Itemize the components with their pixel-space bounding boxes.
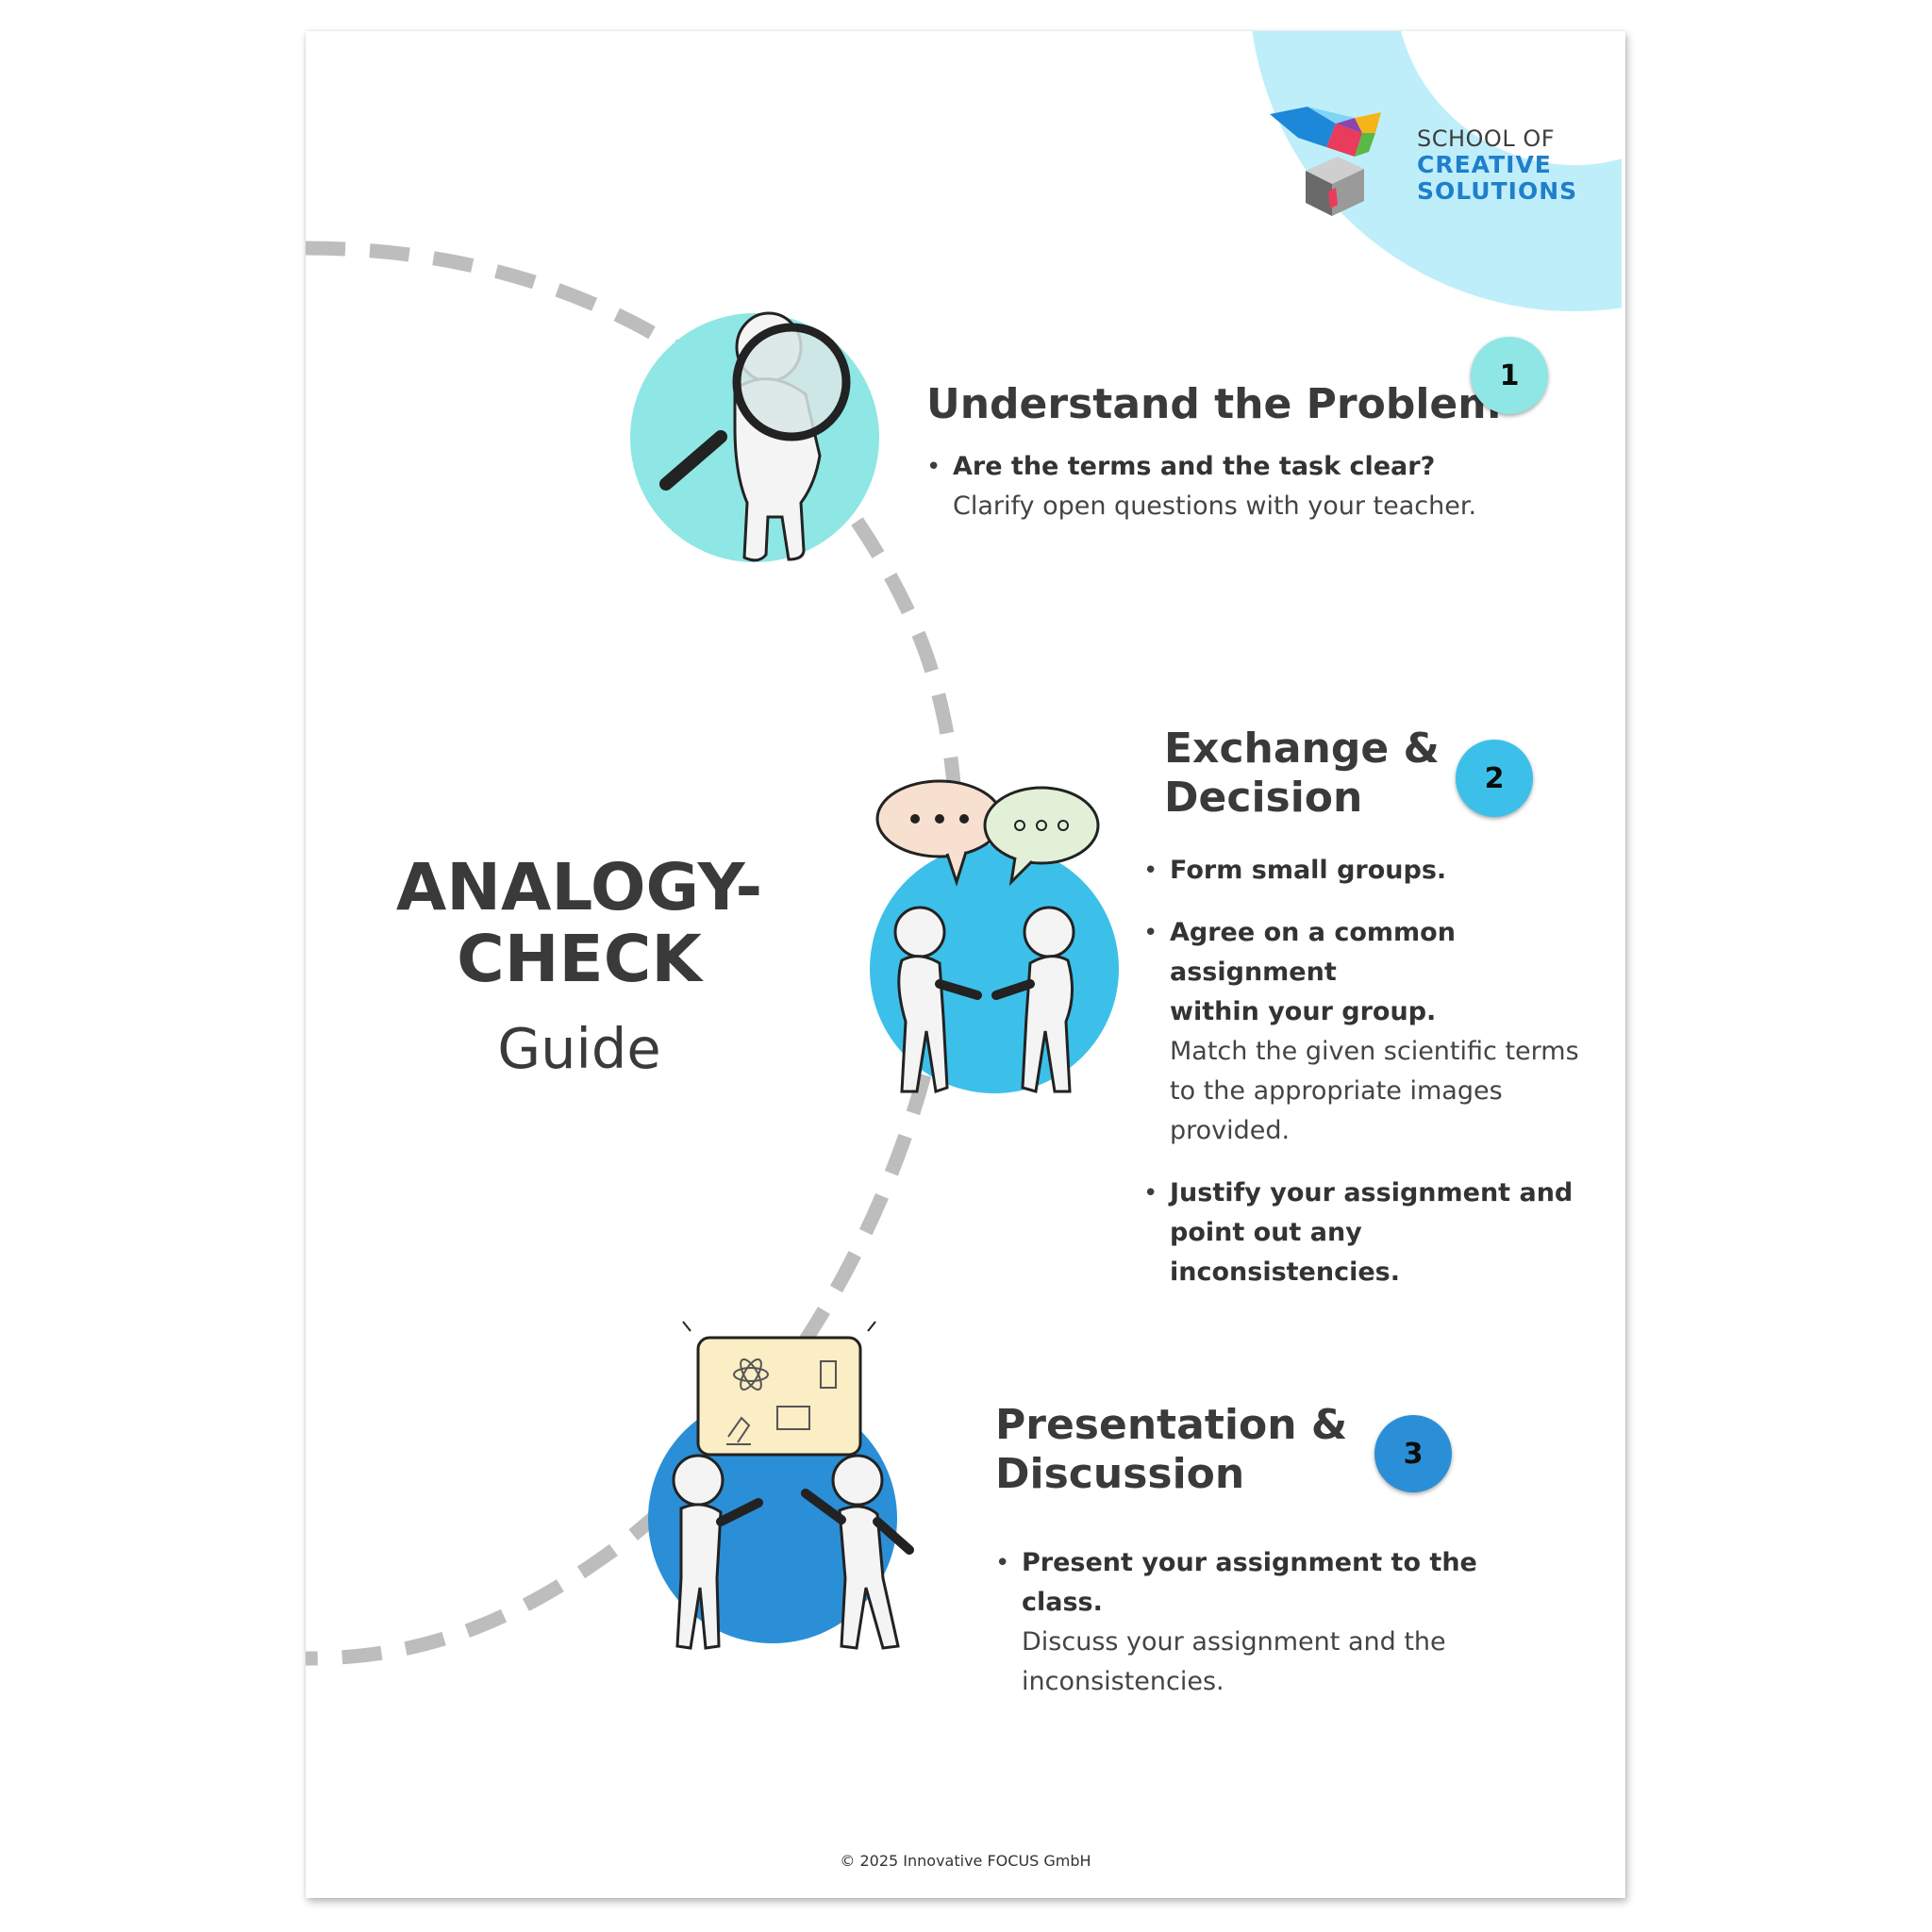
bullet-bold: Present your assignment to the class. [1022,1548,1477,1617]
step1-bullets: Are the terms and the task clear? Clarif… [926,447,1530,526]
copyright-footer: © 2025 Innovative FOCUS GmbH [840,1852,1091,1870]
step2-heading-line1: Exchange & [1164,724,1440,773]
logo-line1: SCHOOL OF [1417,125,1556,152]
bullet-text-1: Discuss your assignment and the [1022,1627,1446,1657]
bullet-bold-1: Justify your assignment and [1170,1178,1574,1208]
step2-number-badge: 2 [1456,740,1533,817]
list-item: Justify your assignment and point out an… [1143,1174,1596,1292]
step3-bullets: Present your assignment to the class. Di… [995,1543,1542,1702]
step3-heading: Presentation & Discussion [995,1401,1347,1499]
step2-heading-line2: Decision [1164,774,1363,822]
speech-bubble-right-icon [983,786,1100,887]
step3-heading-line2: Discussion [995,1450,1245,1498]
bullet-text-2: inconsistencies. [1022,1667,1224,1696]
step3-heading-line1: Presentation & [995,1401,1348,1449]
logo-line3: SOLUTIONS [1417,177,1578,205]
list-item: Are the terms and the task clear? Clarif… [926,447,1530,526]
bullet-text-2: to the appropriate images [1170,1076,1503,1106]
list-item: Agree on a common assignment within your… [1143,913,1596,1151]
illustration-layer [306,31,1625,1666]
bullet-bold-2: within your group. [1170,997,1437,1026]
bullet-bold: Form small groups. [1170,856,1447,885]
bullet-bold-2: point out any inconsistencies. [1170,1218,1400,1287]
step1-heading: Understand the Problem [926,380,1502,428]
subtitle: Guide [497,1016,661,1081]
step3-number-badge: 3 [1374,1415,1452,1492]
bullet-text-3: provided. [1170,1116,1291,1145]
two-figures-presenting-illustration [672,1454,914,1650]
logo-wordmark: SCHOOL OF CREATIVE SOLUTIONS [1417,125,1577,205]
title-line1: ANALOGY- [395,850,763,925]
list-item: Form small groups. [1143,851,1596,891]
step2-bullets: Form small groups. Agree on a common ass… [1143,851,1596,1292]
bullet-bold-1: Agree on a common assignment [1170,918,1456,987]
step2-heading: Exchange & Decision [1164,724,1440,823]
guide-page: SCHOOL OF CREATIVE SOLUTIONS ANALOGY- CH… [306,31,1625,1898]
logo-line2: CREATIVE [1417,151,1552,178]
title-line2: CHECK [457,922,702,997]
step1-number-badge: 1 [1471,337,1548,414]
speech-bubble-left-icon [875,779,1004,887]
two-figures-talking-illustration [893,906,1075,1093]
bullet-text-1: Match the given scientific terms [1170,1037,1579,1066]
bullet-bold: Are the terms and the task clear? [953,452,1436,481]
list-item: Present your assignment to the class. Di… [995,1543,1542,1702]
presentation-board-illustration [682,1321,876,1457]
bird-cube-logo-icon [1270,107,1381,216]
title-block: ANALOGY- CHECK Guide [381,852,777,1080]
bullet-text: Clarify open questions with your teacher… [953,491,1477,521]
magnifier-figure-illustration [659,311,851,562]
